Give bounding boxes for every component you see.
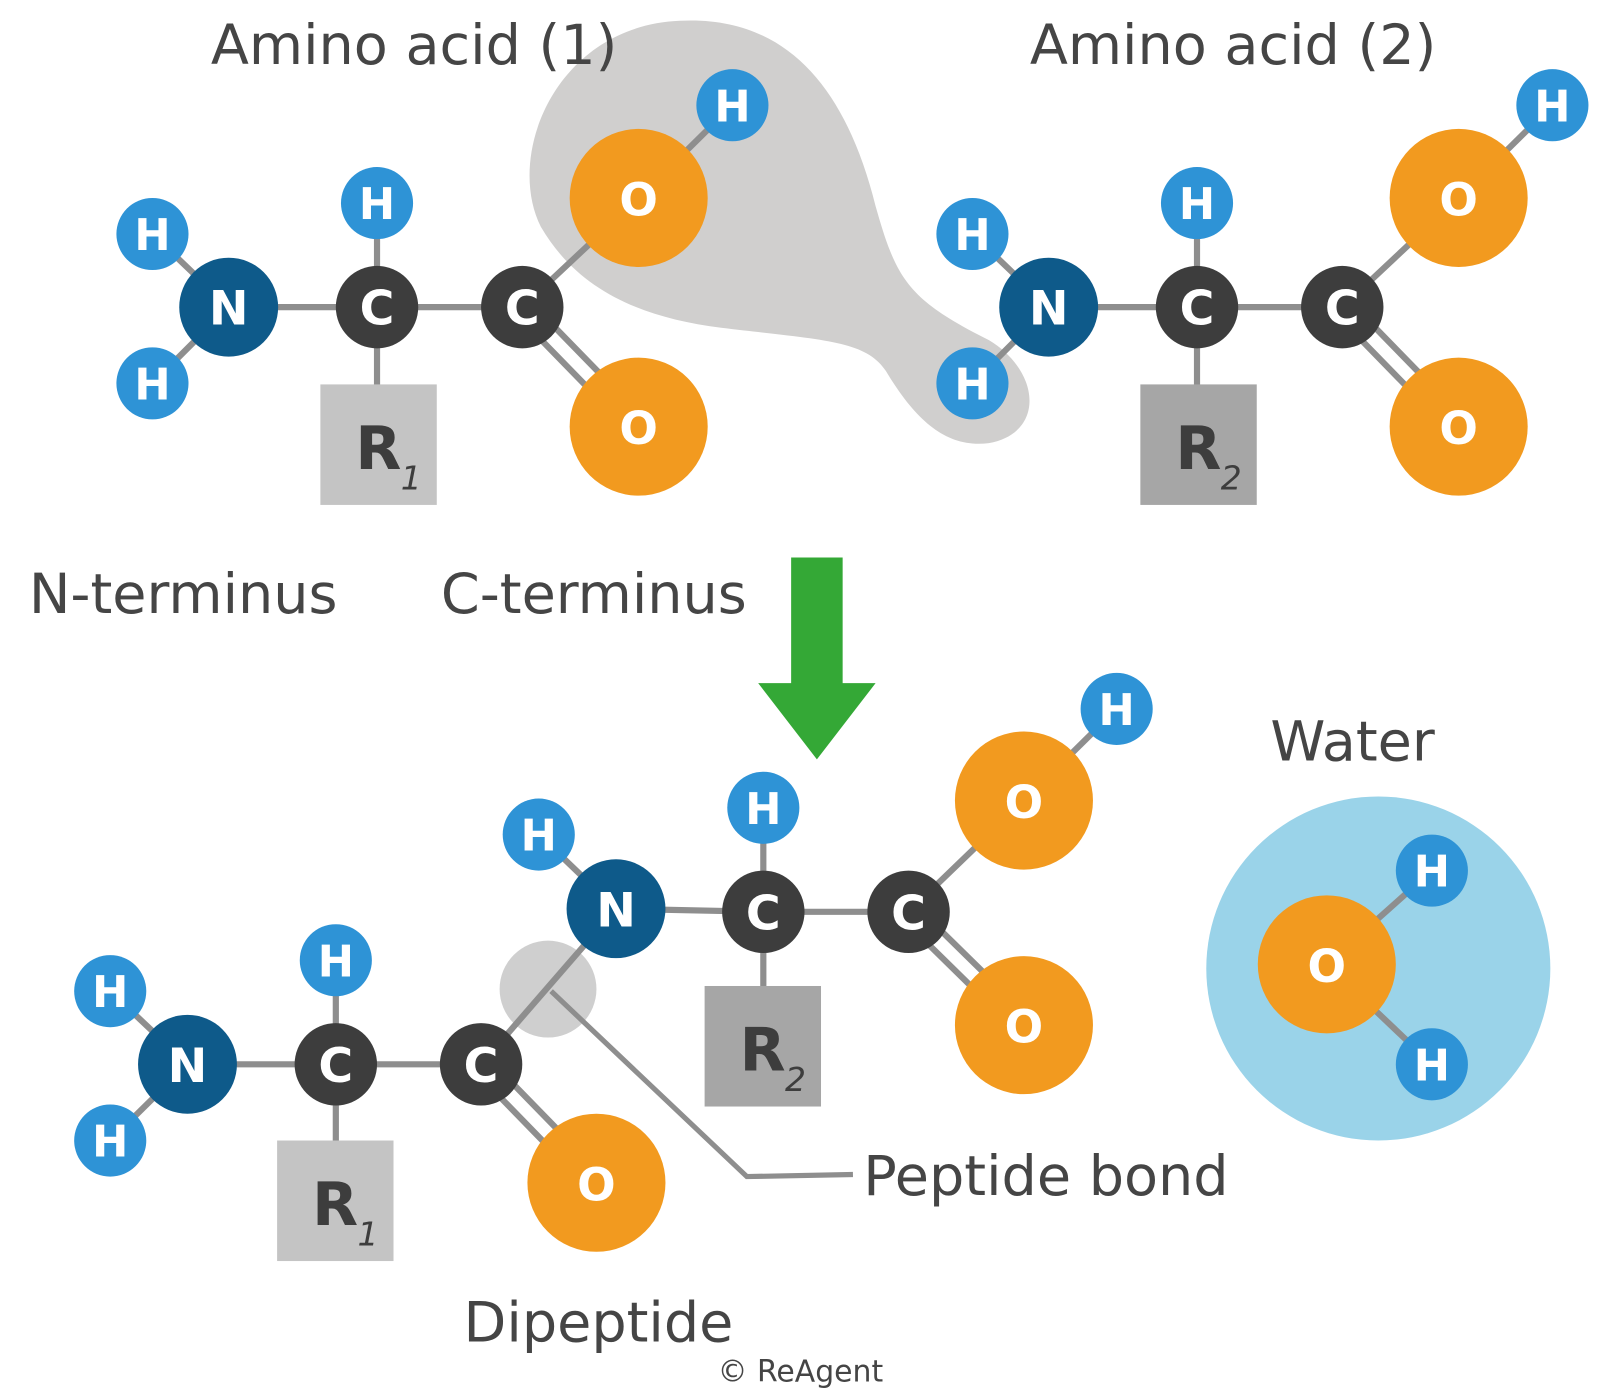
atom-hydrogen: H — [340, 167, 414, 240]
svg-text:O: O — [619, 402, 658, 455]
svg-text:H: H — [92, 968, 128, 1018]
atom-hydrogen: H — [936, 197, 1009, 271]
dipeptide-label: Dipeptide — [464, 1290, 734, 1355]
atom-hydrogen: H — [696, 69, 769, 142]
svg-text:H: H — [1179, 180, 1215, 230]
atom-oxygen: O — [954, 731, 1093, 870]
water-label: Water — [1270, 709, 1435, 774]
svg-text:H: H — [954, 360, 990, 410]
atom-nitrogen: N — [566, 859, 666, 959]
atom-hydrogen: H — [727, 771, 800, 844]
svg-text:C: C — [318, 1039, 353, 1094]
water-molecule: O H H — [1257, 834, 1468, 1101]
svg-text:H: H — [745, 785, 781, 835]
svg-text:H: H — [92, 1118, 128, 1168]
atom-hydrogen: H — [1395, 834, 1468, 907]
svg-text:H: H — [318, 937, 354, 987]
n-terminus-label: N-terminus — [29, 562, 338, 627]
atom-oxygen: O — [569, 357, 708, 496]
svg-text:C: C — [891, 886, 926, 941]
svg-text:O: O — [619, 174, 658, 227]
atom-oxygen: O — [1257, 895, 1396, 1034]
svg-text:2: 2 — [1221, 458, 1242, 497]
svg-text:N: N — [168, 1039, 208, 1094]
svg-text:N: N — [596, 883, 636, 938]
svg-text:O: O — [1308, 940, 1347, 993]
svg-text:O: O — [1439, 402, 1478, 455]
atom-carbon: C — [1301, 265, 1384, 349]
atom-hydrogen: H — [299, 924, 372, 997]
svg-text:1: 1 — [357, 1215, 378, 1254]
copyright-label: © ReAgent — [718, 1355, 884, 1390]
atom-oxygen: O — [1389, 357, 1528, 496]
atom-oxygen: O — [527, 1113, 666, 1252]
svg-text:H: H — [714, 82, 750, 132]
atom-hydrogen: H — [502, 798, 575, 871]
svg-text:R: R — [355, 415, 401, 484]
atom-hydrogen: H — [936, 347, 1009, 420]
svg-text:O: O — [577, 1158, 616, 1211]
atom-nitrogen: N — [138, 1014, 237, 1114]
peptide-bond-pointer — [549, 989, 853, 1180]
atom-nitrogen: N — [999, 257, 1099, 357]
atom-carbon: C — [722, 870, 805, 954]
atom-hydrogen: H — [74, 955, 147, 1028]
atom-carbon: C — [1155, 265, 1239, 349]
svg-text:O: O — [1439, 174, 1478, 227]
atom-oxygen: O — [954, 956, 1093, 1095]
atom-hydrogen: H — [1160, 167, 1234, 240]
svg-text:R: R — [312, 1171, 358, 1240]
svg-text:H: H — [1099, 686, 1135, 736]
amino-acid-1-title: Amino acid (1) — [211, 13, 617, 78]
svg-text:O: O — [1005, 776, 1044, 829]
atom-oxygen: O — [569, 128, 708, 267]
svg-text:R: R — [740, 1016, 786, 1085]
svg-text:H: H — [521, 812, 557, 862]
svg-text:H: H — [359, 180, 395, 230]
reaction-arrow — [758, 557, 876, 760]
atom-nitrogen: N — [179, 257, 279, 357]
svg-text:1: 1 — [401, 458, 422, 497]
atom-hydrogen: H — [1080, 672, 1153, 745]
atom-carbon: C — [439, 1023, 523, 1106]
atom-hydrogen: H — [1395, 1028, 1468, 1101]
svg-text:C: C — [464, 1039, 499, 1094]
svg-text:C: C — [1325, 282, 1360, 337]
peptide-bond-label: Peptide bond — [863, 1144, 1228, 1209]
c-terminus-label: C-terminus — [441, 562, 747, 627]
atom-carbon: C — [867, 870, 950, 954]
atom-hydrogen: H — [116, 197, 189, 271]
atom-carbon: C — [335, 265, 419, 349]
atom-hydrogen: H — [74, 1104, 147, 1177]
condensation-highlight-blob — [529, 20, 1030, 444]
svg-text:H: H — [1534, 82, 1570, 132]
atom-oxygen: O — [1389, 128, 1528, 267]
svg-text:C: C — [746, 886, 781, 941]
svg-text:R: R — [1175, 415, 1221, 484]
atom-carbon: C — [294, 1023, 378, 1106]
svg-text:N: N — [1029, 282, 1069, 337]
svg-text:H: H — [1414, 1041, 1450, 1091]
atom-carbon: C — [481, 265, 564, 349]
svg-text:H: H — [134, 211, 170, 261]
svg-text:O: O — [1005, 1001, 1044, 1054]
amino-acid-2-title: Amino acid (2) — [1030, 13, 1436, 78]
svg-text:H: H — [954, 211, 990, 261]
svg-text:C: C — [505, 282, 540, 337]
svg-text:C: C — [1180, 282, 1215, 337]
atom-hydrogen: H — [116, 347, 189, 420]
svg-text:H: H — [134, 360, 170, 410]
svg-text:H: H — [1414, 848, 1450, 898]
atom-hydrogen: H — [1516, 69, 1589, 142]
svg-text:2: 2 — [785, 1060, 806, 1099]
svg-text:C: C — [360, 282, 395, 337]
svg-text:N: N — [209, 282, 249, 337]
